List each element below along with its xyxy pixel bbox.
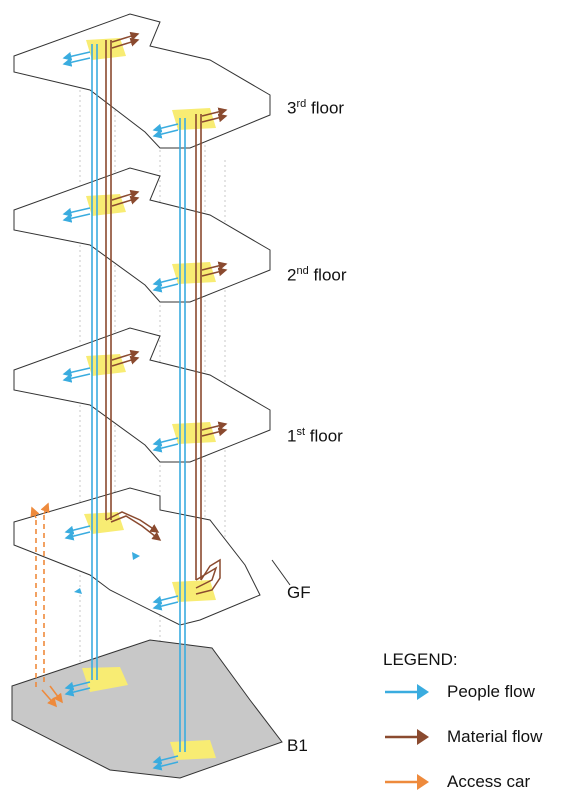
core-zone xyxy=(172,422,216,444)
floor-plate-gf xyxy=(13,487,291,626)
floor-label-b1: B1 xyxy=(287,736,308,755)
floor-plate-b1 xyxy=(11,639,283,779)
legend-title: LEGEND: xyxy=(383,650,458,669)
legend-item-people-flow: People flow xyxy=(383,679,535,705)
floor-plate-2 xyxy=(13,167,271,303)
material-flow-arrows xyxy=(111,31,228,437)
floor-plate-3 xyxy=(13,13,271,149)
legend-label: Access car xyxy=(447,772,531,791)
core-zone xyxy=(172,108,216,130)
floor-label-3: 3rd floor xyxy=(287,98,345,118)
core-zone xyxy=(84,512,124,534)
access-car-path xyxy=(30,502,63,708)
core-zone xyxy=(82,667,128,692)
core-zone xyxy=(170,740,216,760)
material-flow-verticals xyxy=(105,40,202,580)
legend-item-access-car: Access car xyxy=(383,769,530,795)
legend-label: Material flow xyxy=(447,727,543,746)
legend-item-material-flow: Material flow xyxy=(383,724,542,750)
floor-label-2: 2nd floor xyxy=(287,265,347,285)
people-flow-arrows xyxy=(62,51,179,771)
core-zone xyxy=(172,262,216,284)
people-flow-arrow-icon xyxy=(385,684,429,700)
core-zone xyxy=(172,580,216,602)
material-flow-gf-paths xyxy=(105,511,221,595)
people-flow-small-arrows xyxy=(74,552,140,594)
material-flow-arrow-icon xyxy=(385,729,429,745)
access-car-arrow-icon xyxy=(385,774,429,790)
legend-label: People flow xyxy=(447,682,535,701)
floor-label-gf: GF xyxy=(287,583,311,602)
people-flow-verticals xyxy=(91,44,186,752)
floor-plate-1 xyxy=(13,327,271,463)
floor-label-1: 1st floor xyxy=(287,426,343,446)
